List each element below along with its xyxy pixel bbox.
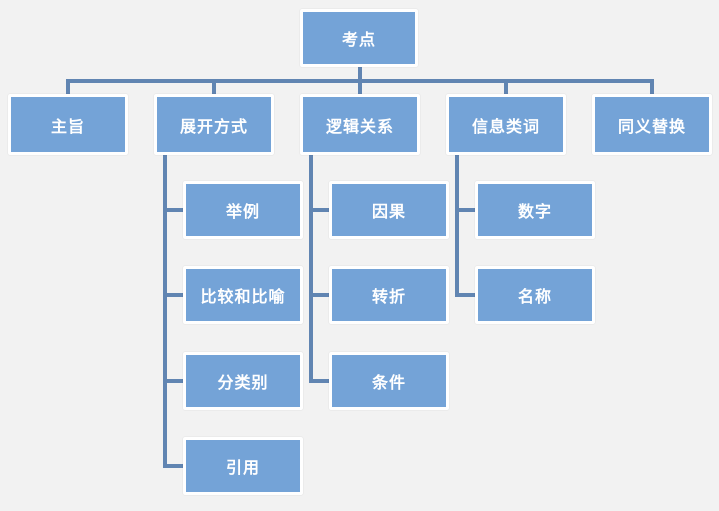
connector-stub-cause-effect [309,208,332,212]
connector-horizontal-bus [66,79,654,83]
node-synonym-substitution: 同义替换 [592,94,712,155]
node-citation: 引用 [183,437,303,495]
node-development-methods: 展开方式 [154,94,274,155]
node-main-idea: 主旨 [8,94,128,155]
connector-stub-classification [163,379,186,383]
connector-drop-development [212,83,216,95]
node-cause-effect: 因果 [329,181,449,239]
node-exam-points: 考点 [300,9,418,67]
node-name: 名称 [475,266,595,324]
connector-stub-condition [309,379,332,383]
node-condition: 条件 [329,352,449,410]
connector-stub-name [455,293,478,297]
node-information-words: 信息类词 [446,94,566,155]
node-logical-relations: 逻辑关系 [300,94,420,155]
node-transition: 转折 [329,266,449,324]
connector-drop-main-idea [66,79,70,95]
connector-stub-citation [163,464,186,468]
node-number: 数字 [475,181,595,239]
connector-hang-development [163,155,167,468]
node-example: 举例 [183,181,303,239]
connector-stub-example [163,208,186,212]
node-comparison-metaphor: 比较和比喻 [183,266,303,324]
connector-drop-synonym [650,79,654,95]
connector-stub-comparison-metaphor [163,293,186,297]
node-classification: 分类别 [183,352,303,410]
connector-hang-logical [309,155,313,383]
connector-hang-information [455,155,459,297]
connector-stub-number [455,208,478,212]
connector-stub-transition [309,293,332,297]
connector-drop-information [504,83,508,95]
